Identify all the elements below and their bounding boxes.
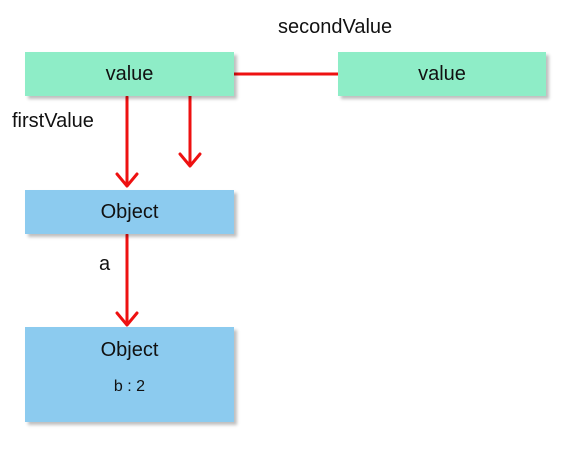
label-first-value: firstValue — [12, 110, 94, 132]
value-box-right: value — [338, 52, 546, 96]
label-second-value: secondValue — [278, 16, 393, 38]
label-a: a — [99, 253, 111, 275]
object-box-top: Object — [25, 190, 234, 234]
arrow-second-value-head — [178, 152, 202, 168]
value-box-left: value — [25, 52, 234, 96]
value-box-left-text: value — [105, 62, 154, 85]
object-box-bottom: Object b : 2 — [25, 327, 234, 422]
value-box-right-text: value — [418, 62, 466, 85]
object-box-top-text: Object — [100, 200, 159, 223]
arrow-first-value-head — [115, 172, 139, 188]
arrow-a-head — [115, 311, 139, 327]
object-box-bottom-property: b : 2 — [113, 378, 146, 395]
object-box-bottom-title: Object — [100, 339, 159, 361]
